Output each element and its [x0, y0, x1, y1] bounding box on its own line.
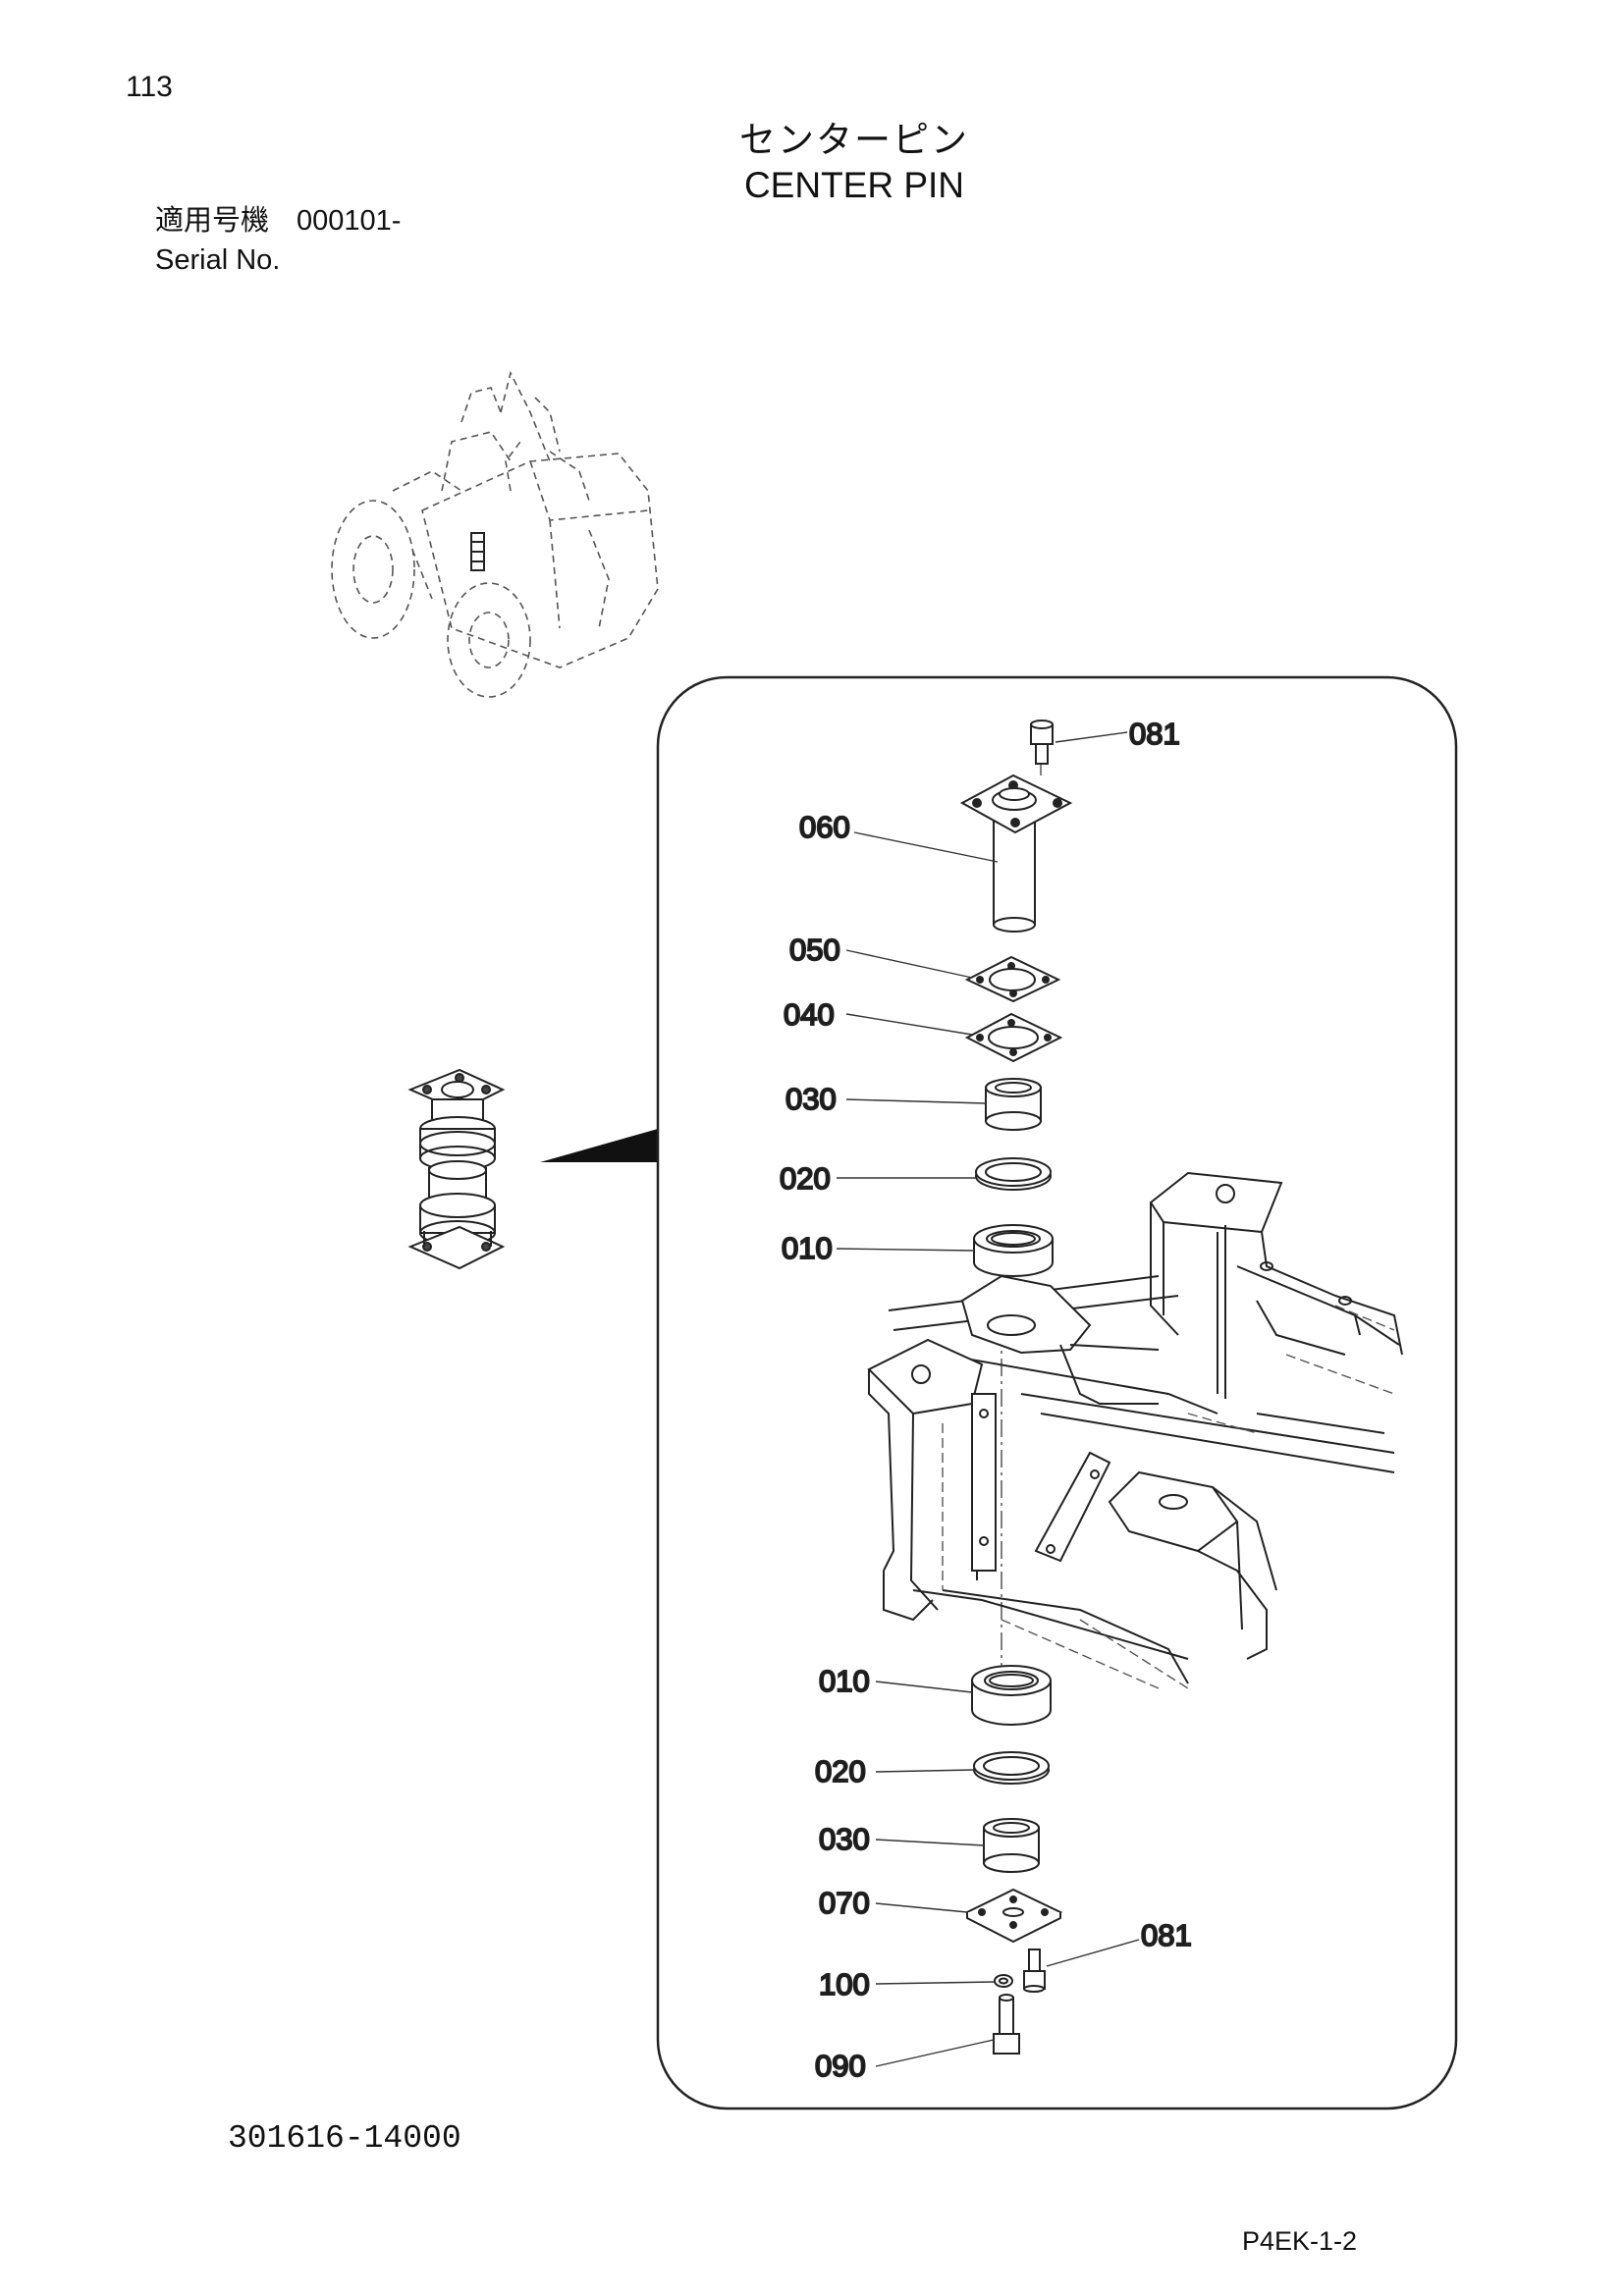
page-number: 113 — [126, 71, 173, 103]
part-020-upper-seal — [975, 1157, 1052, 1191]
part-060-center-pin — [959, 774, 1073, 933]
callout-010-upper: 010 — [782, 1231, 833, 1265]
part-100-washer — [994, 1974, 1013, 1988]
detail-frame — [656, 675, 1458, 2110]
part-010-lower-bearing — [971, 1665, 1052, 1726]
part-020-lower-seal — [973, 1751, 1050, 1785]
part-070-lower-plate — [964, 1888, 1063, 1944]
callout-010-lower: 010 — [819, 1664, 870, 1698]
callout-081-lower: 081 — [1141, 1918, 1192, 1952]
assembly-part-number: 301616-14000 — [228, 2120, 461, 2157]
serial-label-japanese: 適用号機 — [155, 205, 270, 237]
part-030-lower-collar — [983, 1818, 1040, 1873]
callout-040: 040 — [784, 997, 835, 1032]
callout-070: 070 — [819, 1886, 870, 1920]
callout-081-upper: 081 — [1129, 717, 1180, 751]
callout-090: 090 — [815, 2049, 866, 2083]
callout-030-lower: 030 — [819, 1822, 870, 1856]
page-title-japanese: センターピン — [739, 119, 969, 161]
part-090-bolt — [993, 1994, 1020, 2055]
part-040-gasket — [964, 1012, 1063, 1063]
callout-020-lower: 020 — [815, 1754, 866, 1789]
part-030-upper-collar — [985, 1078, 1042, 1131]
front-axle-frame — [867, 1171, 1403, 1689]
part-081-upper-bolt — [1030, 720, 1054, 765]
callout-leader-lines — [836, 731, 1140, 2067]
detail-pointer-wedge — [540, 1129, 658, 1162]
callout-060: 060 — [799, 810, 850, 844]
serial-label-english: Serial No. — [155, 244, 281, 276]
callout-020-upper: 020 — [780, 1161, 831, 1196]
page-title-english: CENTER PIN — [743, 165, 965, 205]
page-code: P4EK-1-2 — [1242, 2226, 1358, 2256]
part-050-shim — [964, 955, 1061, 1003]
part-081-lower-bolt — [1023, 1949, 1046, 1993]
tractor-overview-image — [331, 370, 659, 698]
callout-100: 100 — [819, 1967, 870, 2002]
callout-050: 050 — [789, 933, 840, 967]
center-pin-location-marker — [470, 532, 485, 571]
serial-block: 適用号機 000101- Serial No. — [155, 201, 401, 280]
callout-030-upper: 030 — [785, 1082, 837, 1116]
part-010-upper-bearing — [973, 1224, 1054, 1277]
serial-value: 000101- — [297, 205, 402, 237]
serial-row-japanese: 適用号機 000101- — [155, 201, 401, 240]
center-pin-assembly-thumbnail — [407, 1068, 506, 1270]
